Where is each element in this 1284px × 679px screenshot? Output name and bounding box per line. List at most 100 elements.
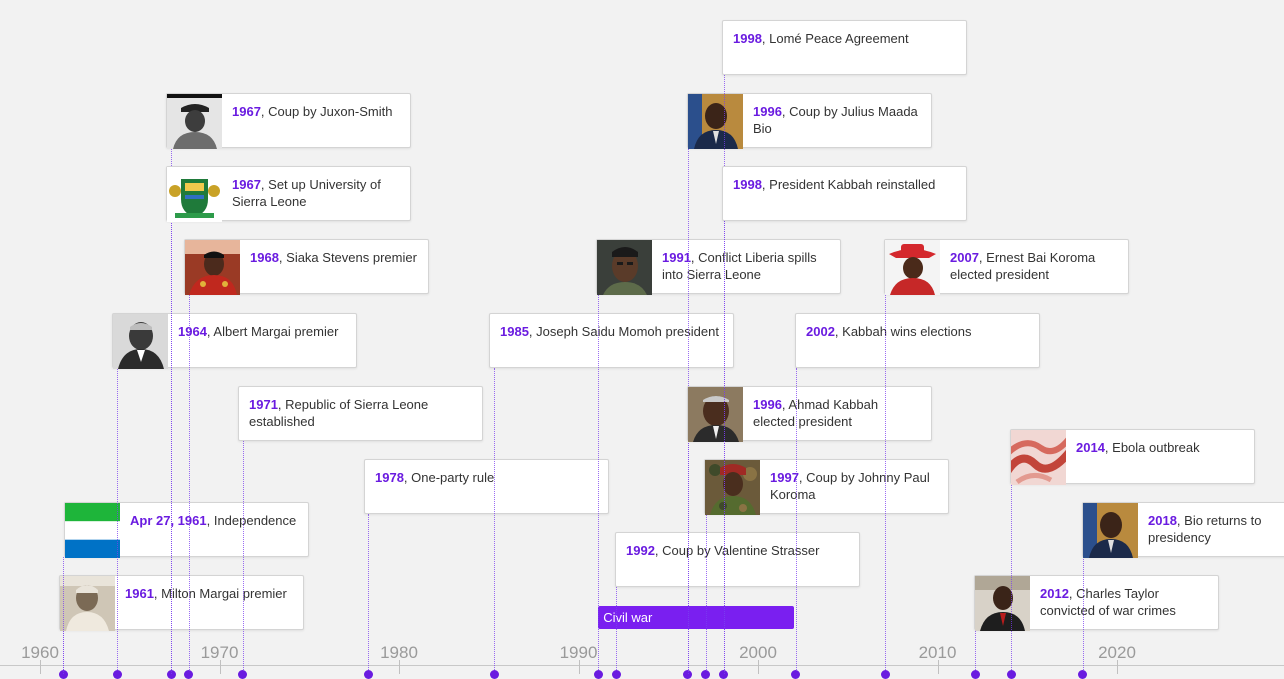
event-date: 2018	[1148, 513, 1177, 528]
event-date: 2014	[1076, 440, 1105, 455]
event-card-republic[interactable]: 1971, Republic of Sierra Leone establish…	[238, 386, 483, 441]
event-card-kabbah-reinstalled[interactable]: 1998, President Kabbah reinstalled	[722, 166, 967, 221]
event-card-university[interactable]: 1967, Set up University of Sierra Leone	[166, 166, 411, 222]
event-card-milton-margai[interactable]: 1961, Milton Margai premier	[59, 575, 304, 631]
event-card-ebola[interactable]: 2014, Ebola outbreak	[1010, 429, 1255, 485]
event-text: 2007, Ernest Bai Koroma elected presiden…	[950, 249, 1120, 283]
event-text: 1978, One-party rule	[375, 469, 600, 486]
event-connector-line	[171, 221, 173, 674]
event-card-lome[interactable]: 1998, Lomé Peace Agreement	[722, 20, 967, 75]
event-marker-dot[interactable]	[719, 670, 729, 679]
event-text: 2018, Bio returns to presidency	[1148, 512, 1284, 546]
event-date: 1991	[662, 250, 691, 265]
event-connector-line	[63, 557, 65, 674]
portrait-sepia-icon	[60, 576, 115, 631]
event-text: 1968, Siaka Stevens premier	[250, 249, 420, 266]
event-marker-dot[interactable]	[166, 670, 176, 679]
event-date: 2012	[1040, 586, 1069, 601]
event-text: 1992, Coup by Valentine Strasser	[626, 542, 851, 559]
event-card-charles-taylor[interactable]: 2012, Charles Taylor convicted of war cr…	[974, 575, 1219, 631]
event-title: , Lomé Peace Agreement	[761, 31, 909, 46]
event-marker-dot[interactable]	[1078, 670, 1088, 679]
event-title: , Coup by Johnny Paul Koroma	[770, 470, 930, 502]
event-marker-dot[interactable]	[489, 670, 499, 679]
event-text: 2002, Kabbah wins elections	[806, 323, 1031, 340]
event-marker-dot[interactable]	[611, 670, 621, 679]
event-card-kabbah-elected[interactable]: 1996, Ahmad Kabbah elected president	[687, 386, 932, 442]
event-card-one-party[interactable]: 1978, One-party rule	[364, 459, 609, 514]
event-title: , Bio returns to presidency	[1148, 513, 1262, 545]
event-card-momoh[interactable]: 1985, Joseph Saidu Momoh president	[489, 313, 734, 368]
event-card-siaka-stevens[interactable]: 1968, Siaka Stevens premier	[184, 239, 429, 295]
event-text: 2012, Charles Taylor convicted of war cr…	[1040, 585, 1210, 619]
axis-tick	[578, 660, 580, 674]
event-marker-dot[interactable]	[683, 670, 693, 679]
event-date: 1967	[232, 177, 261, 192]
axis-tick	[758, 660, 759, 674]
crest-icon	[167, 167, 222, 222]
event-card-kabbah-wins[interactable]: 2002, Kabbah wins elections	[795, 313, 1040, 368]
event-text: 1998, Lomé Peace Agreement	[733, 30, 958, 47]
event-date: 1998	[733, 177, 762, 192]
event-connector-line	[885, 294, 887, 674]
event-title: , Coup by Julius Maada Bio	[753, 104, 918, 136]
portrait-red-hat-icon	[885, 240, 940, 295]
event-text: 1967, Set up University of Sierra Leone	[232, 176, 402, 210]
event-card-juxon-smith[interactable]: 1967, Coup by Juxon-Smith	[166, 93, 411, 149]
event-marker-dot[interactable]	[970, 670, 980, 679]
axis-tick	[219, 660, 221, 674]
event-card-koroma-elected[interactable]: 2007, Ernest Bai Koroma elected presiden…	[884, 239, 1129, 295]
event-marker-dot[interactable]	[112, 670, 122, 679]
event-title: , Kabbah wins elections	[834, 324, 972, 339]
event-text: 1967, Coup by Juxon-Smith	[232, 103, 402, 120]
event-marker-dot[interactable]	[363, 670, 373, 679]
event-card-liberia-conflict[interactable]: 1991, Conflict Liberia spills into Sierr…	[596, 239, 841, 295]
event-connector-line	[687, 441, 689, 674]
event-connector-line	[723, 221, 725, 674]
event-marker-dot[interactable]	[791, 670, 801, 679]
event-marker-dot[interactable]	[880, 670, 890, 679]
event-text: Apr 27, 1961, Independence	[130, 512, 300, 529]
event-title: , Coup by Valentine Strasser	[654, 543, 820, 558]
event-marker-dot[interactable]	[593, 670, 603, 679]
portrait-officer-icon	[167, 94, 222, 149]
event-date: Apr 27, 1961	[130, 513, 207, 528]
event-text: 1997, Coup by Johnny Paul Koroma	[770, 469, 940, 503]
event-date: 1964	[178, 324, 207, 339]
event-marker-dot[interactable]	[1006, 670, 1016, 679]
portrait-suit-icon	[688, 387, 743, 442]
event-connector-line	[705, 514, 707, 674]
event-date: 1967	[232, 104, 261, 119]
period-bar-civil-war[interactable]: Civil war	[598, 606, 794, 629]
axis-tick	[937, 660, 939, 674]
event-marker-dot[interactable]	[58, 670, 68, 679]
event-connector-line	[117, 368, 119, 674]
event-marker-dot[interactable]	[701, 670, 711, 679]
event-card-strasser[interactable]: 1992, Coup by Valentine Strasser	[615, 532, 860, 587]
axis-tick-label: 2020	[1098, 643, 1136, 662]
event-card-albert-margai[interactable]: 1964, Albert Margai premier	[112, 313, 357, 369]
time-axis	[0, 665, 1284, 666]
event-title: , Milton Margai premier	[153, 586, 287, 601]
axis-tick	[1117, 660, 1118, 674]
event-title: , Set up University of Sierra Leone	[232, 177, 381, 209]
event-card-maada-bio-coup[interactable]: 1996, Coup by Julius Maada Bio	[687, 93, 932, 149]
event-connector-line	[1011, 484, 1013, 674]
event-marker-dot[interactable]	[238, 670, 248, 679]
portrait-court-icon	[975, 576, 1030, 631]
event-card-johnny-paul[interactable]: 1997, Coup by Johnny Paul Koroma	[704, 459, 949, 515]
portrait-suit-blue-icon	[688, 94, 743, 149]
event-card-independence[interactable]: Apr 27, 1961, Independence	[64, 502, 309, 558]
event-title: , Joseph Saidu Momoh president	[528, 324, 719, 339]
event-connector-line	[188, 294, 190, 674]
event-title: , Ebola outbreak	[1104, 440, 1200, 455]
event-date: 1968	[250, 250, 279, 265]
event-card-bio-returns[interactable]: 2018, Bio returns to presidency	[1082, 502, 1284, 558]
event-marker-dot[interactable]	[184, 670, 194, 679]
event-date: 1998	[733, 31, 762, 46]
axis-tick-label: 1960	[21, 643, 59, 662]
event-date: 1996	[753, 104, 782, 119]
event-connector-line	[1082, 557, 1084, 674]
event-text: 1961, Milton Margai premier	[125, 585, 295, 602]
